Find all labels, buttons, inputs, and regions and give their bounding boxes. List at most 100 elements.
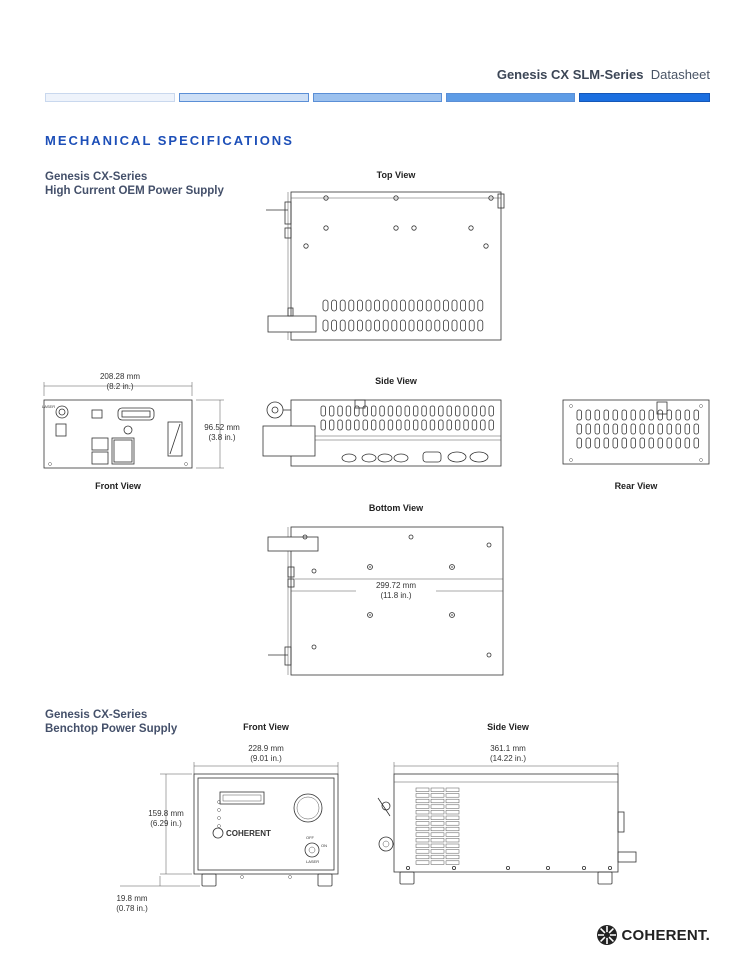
vent-slot: [399, 299, 406, 312]
oem-top-view-label: Top View: [376, 170, 416, 180]
vent-grille-bar: [445, 826, 460, 832]
vent-slot: [693, 437, 699, 449]
oem-front-view-label: Front View: [95, 481, 141, 491]
vent-slot: [337, 419, 343, 431]
vent-grille-bar: [415, 815, 430, 820]
doc-type: Datasheet: [650, 67, 710, 82]
oem-length-dim: 299.72 mm (11.8 in.): [356, 581, 436, 601]
vent-grille-bar: [430, 854, 445, 860]
vent-slot: [434, 319, 441, 332]
oem-front-view-drawing: LASER: [42, 382, 224, 469]
vent-slot: [348, 319, 355, 332]
vent-slot: [585, 423, 591, 435]
vent-slot: [320, 419, 326, 431]
vent-slot: [365, 319, 372, 332]
vent-slot: [468, 299, 475, 312]
benchtop-width-mm: 228.9 mm: [248, 744, 284, 753]
vent-grille-bar: [445, 798, 460, 804]
benchtop-length-mm: 361.1 mm: [490, 744, 526, 753]
vent-slot: [451, 299, 458, 312]
benchtop-foot-dim: 19.8 mm (0.78 in.): [104, 894, 160, 914]
vent-grille-bar: [430, 860, 445, 865]
vent-slot: [477, 299, 484, 312]
mount-hole: [393, 195, 399, 201]
connector: [469, 451, 489, 463]
vent-grille-bar: [415, 810, 430, 815]
oem-width-in: (8.2 in.): [106, 382, 134, 391]
vent-slot: [331, 319, 337, 332]
vent-slot: [594, 409, 600, 421]
vent-slot: [434, 299, 441, 312]
benchtop-panel-logo: COHERENT: [226, 829, 271, 838]
benchtop-group-title: Genesis CX-Series Benchtop Power Supply: [45, 708, 177, 736]
vent-grille-bar: [445, 815, 460, 820]
vent-slot: [657, 437, 663, 449]
vent-slot: [594, 423, 600, 435]
vent-slot: [429, 419, 436, 431]
screw: [452, 866, 457, 871]
vent-slot: [454, 405, 461, 417]
vent-slot: [391, 319, 398, 332]
coherent-logo-mark-icon: [596, 925, 617, 945]
vent-grille-bar: [415, 860, 430, 865]
oem-rear-view-drawing: [562, 399, 710, 465]
mount-hole: [483, 243, 489, 249]
vent-grille-bar: [415, 826, 430, 832]
benchtop-foot-in: (0.78 in.): [116, 904, 148, 913]
vent-slot: [320, 405, 326, 417]
connector: [361, 453, 377, 463]
vent-slot: [374, 319, 380, 332]
vent-grille-bar: [430, 826, 445, 832]
screw: [505, 866, 510, 871]
vent-slot: [408, 299, 415, 312]
mount-hole: [411, 225, 417, 231]
oem-width-dim: 208.28 mm (8.2 in.): [80, 372, 160, 392]
vent-slot: [648, 409, 654, 421]
vent-slot: [603, 423, 609, 435]
vent-slot: [396, 405, 402, 417]
oem-panel-laser-label: LASER: [42, 404, 55, 409]
benchtop-front-view-label: Front View: [243, 722, 289, 732]
vent-grille-bar: [415, 793, 430, 798]
product-name: Genesis CX SLM-Series: [496, 67, 644, 82]
vent-slot: [421, 405, 427, 417]
mount-hole: [393, 225, 399, 231]
vent-slot: [365, 299, 372, 312]
vent-slot: [612, 437, 618, 449]
vent-slot: [396, 419, 402, 431]
oem-bottom-view-drawing: [267, 526, 504, 676]
vent-slot: [429, 405, 436, 417]
vent-slot: [460, 299, 467, 312]
mount-hole: [323, 225, 329, 231]
benchtop-panel-laser: LASER: [306, 859, 319, 864]
vent-slot: [639, 423, 645, 435]
benchtop-height-mm: 159.8 mm: [148, 809, 184, 818]
vent-grille-bar: [415, 854, 430, 860]
vent-slot: [339, 299, 346, 312]
benchtop-panel-off: OFF: [306, 835, 315, 840]
vent-slot: [576, 423, 582, 435]
vent-grille-bar: [445, 860, 460, 865]
vent-slot: [438, 405, 444, 417]
vent-grille-bar: [445, 838, 460, 843]
datasheet-header: Genesis CX SLM-Series Datasheet: [497, 67, 710, 82]
vent-slot: [471, 405, 478, 417]
vent-slot: [639, 409, 645, 421]
vent-grille-bar: [445, 849, 460, 854]
vent-grille-bar: [430, 815, 445, 820]
vent-slot: [666, 437, 672, 449]
vent-slot: [666, 423, 672, 435]
coherent-logo: COHERENT.: [596, 924, 710, 946]
vent-slot: [329, 405, 335, 417]
vent-slot: [357, 299, 363, 312]
benchtop-height-in: (6.29 in.): [150, 819, 182, 828]
vent-slot: [446, 405, 452, 417]
vent-slot: [648, 437, 654, 449]
header-bar-4: [446, 93, 575, 102]
connector: [377, 453, 393, 463]
benchtop-front-view-drawing: COHERENT OFF ON LASER: [120, 762, 339, 887]
vent-slot: [630, 423, 636, 435]
vent-slot: [612, 409, 618, 421]
vent-slot: [666, 409, 672, 421]
connector: [422, 451, 442, 463]
